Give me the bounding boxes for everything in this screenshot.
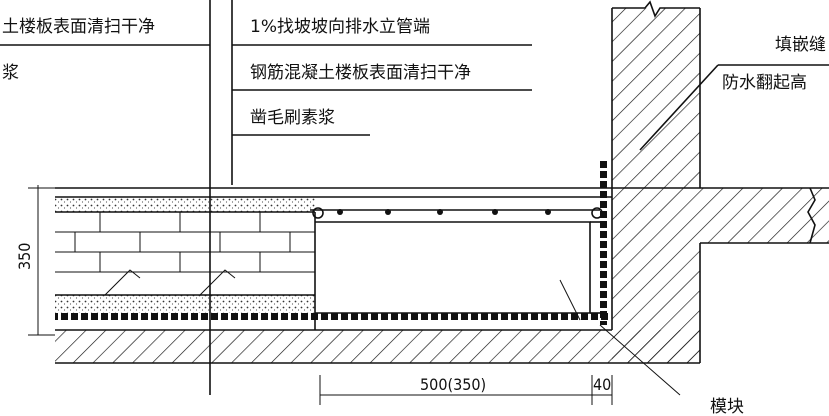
right-label-2: 防水翻起高 bbox=[722, 73, 807, 93]
dimension-lines bbox=[28, 185, 681, 405]
top-left-label-1: 土楼板表面清扫干净 bbox=[2, 17, 155, 37]
note-label-3: 凿毛刷素浆 bbox=[250, 108, 335, 128]
bottom-right-label: 模块 bbox=[710, 397, 744, 416]
note-label-2: 钢筋混凝土楼板表面清扫干净 bbox=[250, 63, 471, 83]
note-label-1: 1%找坡坡向排水立管端 bbox=[250, 17, 430, 37]
drain-channel bbox=[55, 160, 610, 325]
width-dimension: 500(350) bbox=[420, 375, 486, 394]
height-dimension: 350 bbox=[15, 243, 34, 270]
right-label-1: 填嵌缝 bbox=[775, 35, 826, 55]
top-left-label-2: 浆 bbox=[2, 63, 19, 83]
fill-layers bbox=[55, 187, 612, 330]
floor-slab bbox=[55, 329, 700, 364]
wall-section bbox=[611, 0, 701, 330]
gap-dimension: 40 bbox=[593, 375, 611, 394]
